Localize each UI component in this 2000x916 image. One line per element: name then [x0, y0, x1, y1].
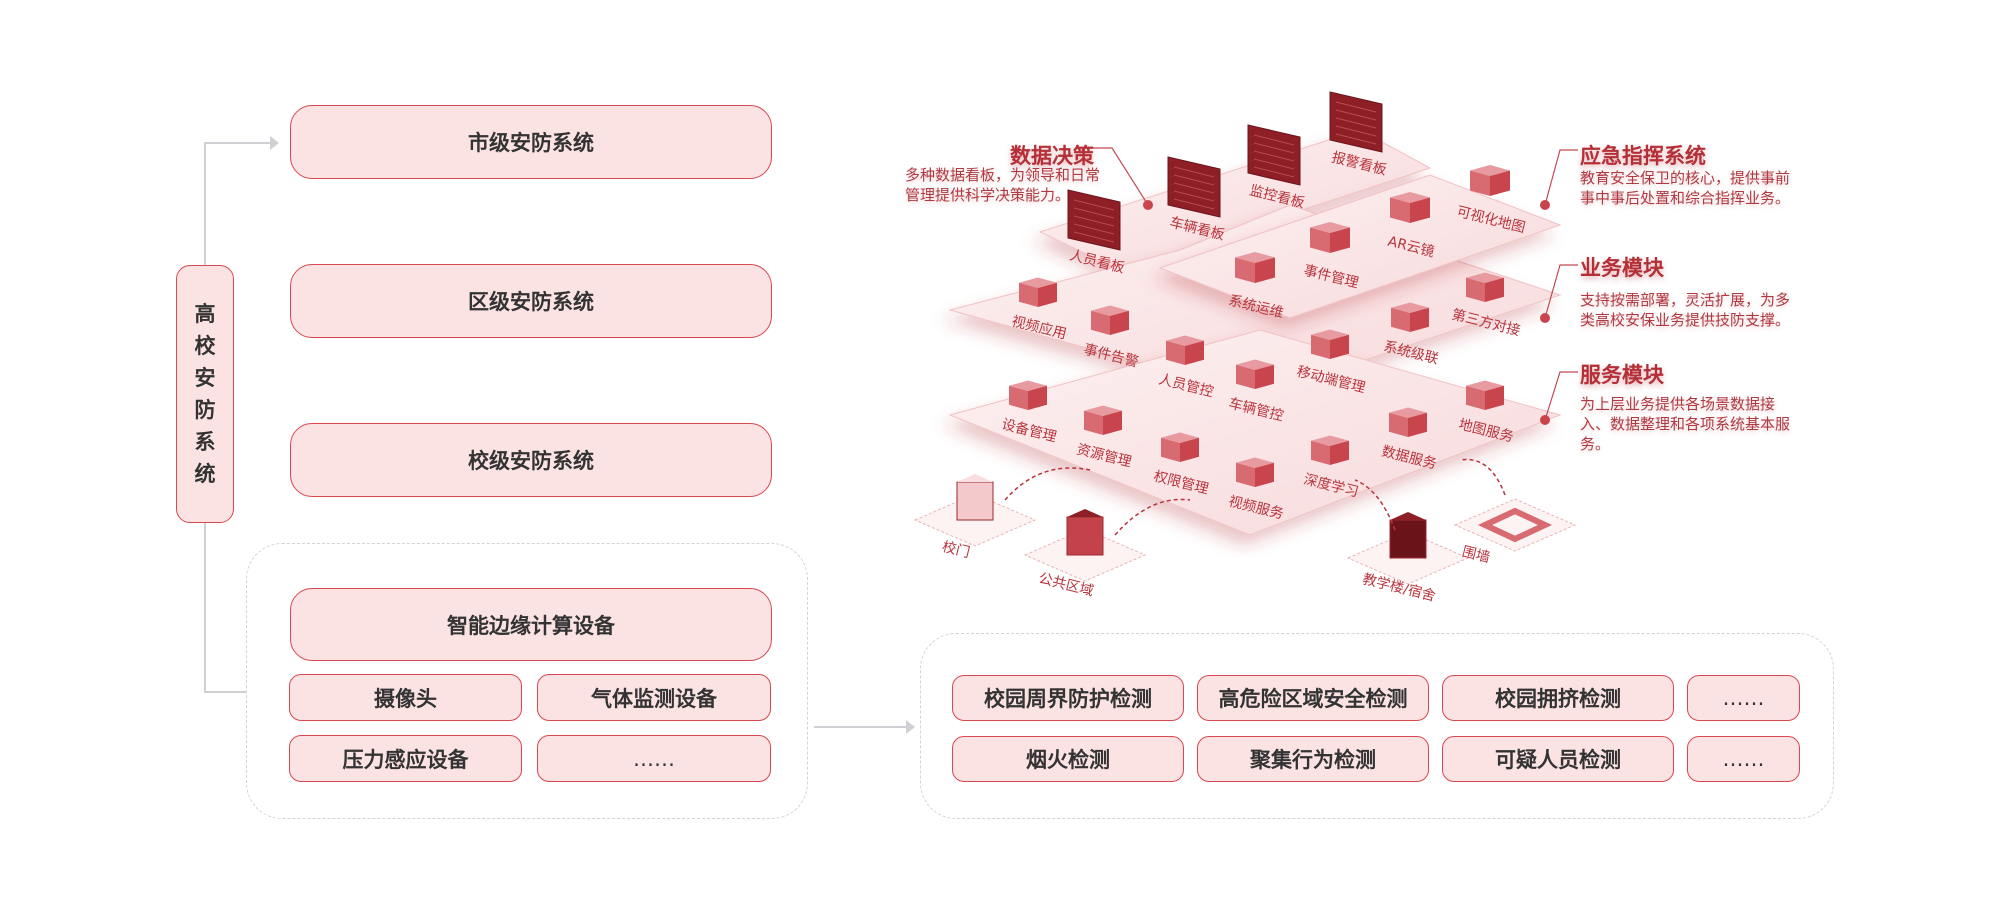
site-2	[1346, 512, 1470, 585]
vertical-label-char: 统	[194, 462, 216, 486]
business-cube	[1391, 302, 1429, 332]
detection-row2-item[interactable]: 聚集行为检测	[1197, 736, 1429, 782]
annotation-title: 服务模块	[1580, 363, 1664, 387]
annotation-leader	[1087, 147, 1149, 206]
data-flow-curve	[1114, 498, 1191, 536]
business-cube	[1166, 335, 1204, 365]
data-flow-curve	[1459, 458, 1506, 496]
emergency-plane	[1158, 174, 1562, 319]
campus-security-system-label: 高校安防系统	[176, 265, 234, 523]
site-3	[1453, 498, 1577, 552]
arrow-right-icon	[906, 720, 915, 734]
annotation-title: 数据决策	[1010, 144, 1094, 168]
dashboard-screen	[1329, 91, 1383, 153]
detection-row1-item[interactable]: 校园拥挤检测	[1442, 675, 1674, 721]
service-cube	[1084, 405, 1122, 435]
annotation-dot	[1540, 415, 1550, 425]
emergency-cube	[1390, 192, 1430, 223]
device-camera[interactable]: 摄像头	[289, 674, 522, 721]
detection-row1-item[interactable]: 高危险区域安全检测	[1197, 675, 1429, 721]
detection-row1-item[interactable]: ……	[1687, 675, 1800, 721]
business-cube	[1236, 359, 1274, 389]
emergency-cube	[1310, 222, 1350, 253]
vertical-label-char: 系	[194, 430, 216, 454]
device-more[interactable]: ……	[537, 735, 771, 782]
service-cube	[1466, 380, 1504, 410]
annotation-desc: 为上层业务提供各场景数据接入、数据整理和各项系统基本服务。	[1580, 395, 1791, 453]
business-cube	[1466, 272, 1504, 302]
edge-computing-device[interactable]: 智能边缘计算设备	[290, 588, 772, 661]
site-label: 校门	[940, 538, 971, 561]
detection-row2-item[interactable]: ……	[1687, 736, 1800, 782]
detection-row1-item[interactable]: 校园周界防护检测	[952, 675, 1184, 721]
emergency-cube	[1470, 165, 1510, 196]
business-cube	[1311, 329, 1349, 359]
annotation-desc: 支持按需部署，灵活扩展，为多类高校安保业务提供技防支撑。	[1580, 291, 1791, 329]
service-plane	[948, 329, 1562, 536]
site-label: 围墙	[1460, 544, 1491, 566]
device-pressure-sensor[interactable]: 压力感应设备	[289, 735, 522, 782]
detection-group	[920, 633, 1834, 819]
annotation-title: 应急指挥系统	[1580, 144, 1706, 168]
detection-row2-item[interactable]: 烟火检测	[952, 736, 1184, 782]
annotation-desc: 教育安全保卫的核心，提供事前事中事后处置和综合指挥业务。	[1580, 169, 1791, 207]
data-flow-curve	[1004, 467, 1091, 501]
service-cube	[1009, 380, 1047, 410]
emergency-cube	[1235, 252, 1275, 283]
edge-device-group	[246, 543, 808, 819]
annotation-leader	[1544, 149, 1578, 206]
annotation-title: 业务模块	[1580, 256, 1664, 280]
vertical-label-char: 校	[194, 334, 216, 358]
service-cube	[1389, 407, 1427, 437]
annotation-dot	[1143, 200, 1153, 210]
service-cube	[1161, 432, 1199, 462]
annotation-dot	[1540, 200, 1550, 210]
dashboard-screen	[1167, 156, 1221, 218]
vertical-label-char: 安	[194, 366, 216, 390]
connector-top	[204, 142, 270, 144]
connector-to-detections	[814, 726, 908, 728]
site-0	[913, 474, 1037, 547]
annotation-desc: 多种数据看板，为领导和日常管理提供科学决策能力。	[905, 166, 1101, 204]
dashboard-screen	[1247, 124, 1301, 186]
data-flow-curve	[1354, 479, 1396, 531]
business-cube	[1019, 277, 1057, 307]
service-cube	[1311, 435, 1349, 465]
city-level-system[interactable]: 市级安防系统	[290, 105, 772, 179]
dashboard-screen	[1067, 189, 1121, 251]
school-level-system[interactable]: 校级安防系统	[290, 423, 772, 497]
business-cube	[1091, 305, 1129, 335]
site-1	[1023, 509, 1147, 582]
vertical-label-char: 防	[194, 398, 216, 422]
annotation-leader	[1544, 371, 1578, 421]
arrow-top-icon	[270, 136, 279, 150]
vertical-label-char: 高	[194, 302, 216, 326]
annotation-leader	[1544, 264, 1578, 319]
annotation-dot	[1540, 313, 1550, 323]
district-level-system[interactable]: 区级安防系统	[290, 264, 772, 338]
service-cube	[1236, 457, 1274, 487]
detection-row2-item[interactable]: 可疑人员检测	[1442, 736, 1674, 782]
connector-bottom	[204, 691, 246, 693]
device-gas-monitor[interactable]: 气体监测设备	[537, 674, 771, 721]
